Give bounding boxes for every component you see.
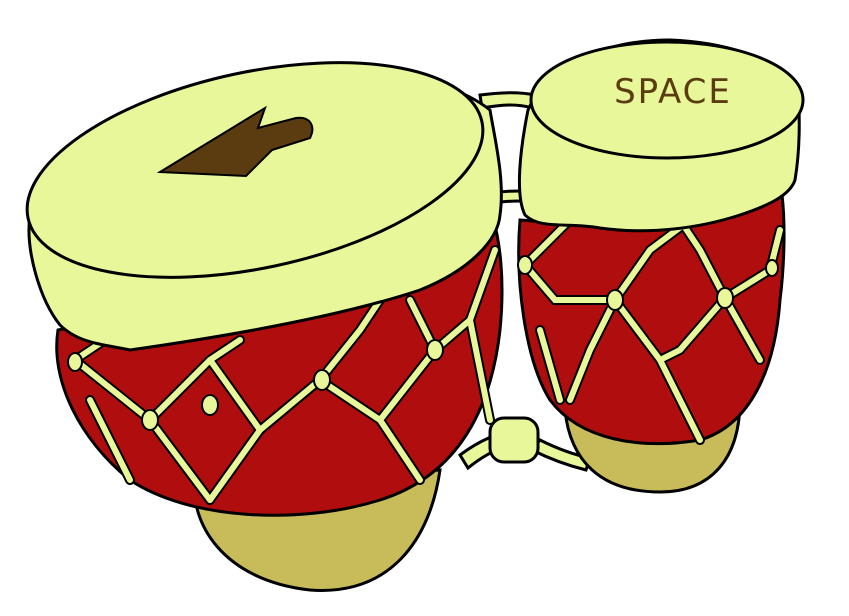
left-arrow-icon	[156, 105, 314, 178]
right-drum-head[interactable]	[529, 40, 805, 160]
left-drum-rope-knots	[67, 339, 444, 431]
right-bongo-drum[interactable]: SPACE	[517, 38, 805, 494]
right-drum-rope-knots	[517, 255, 779, 311]
center-knot	[488, 416, 540, 464]
space-key-label: SPACE	[614, 72, 732, 112]
left-drum-head[interactable]	[8, 26, 503, 314]
left-bongo-drum[interactable]	[8, 26, 504, 592]
